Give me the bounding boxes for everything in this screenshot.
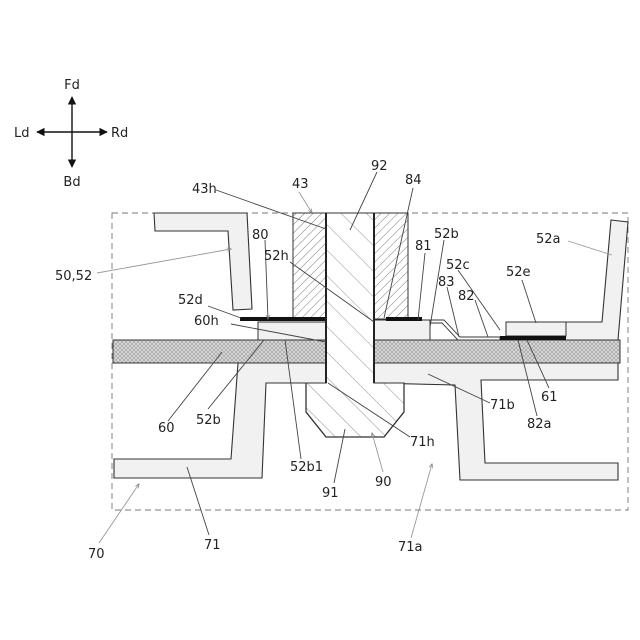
leader-43 [299,192,312,213]
label-84: 84 [405,173,422,188]
leader-90 [372,433,383,472]
label-52c: 52c [446,258,470,273]
plate-84 [386,317,422,321]
orientation-indicator: Fd Bd Ld Rd [14,78,128,190]
label-71a: 71a [398,540,423,555]
label-71: 71 [204,538,221,553]
label-52h: 52h [264,249,289,264]
label-43: 43 [292,177,309,192]
label-52b1: 52b1 [290,460,323,475]
label-81: 81 [415,239,432,254]
label-60h: 60h [194,314,219,329]
board-60-left [113,340,326,363]
label-right: Rd [111,126,128,141]
post-right [374,213,408,319]
leader-81 [418,253,425,320]
label-52b-bottom: 52b [196,413,221,428]
lower-frame-71b [374,363,618,480]
conductor-83 [430,320,500,340]
label-front: Fd [64,78,80,93]
label-left: Ld [14,126,30,141]
label-50-52: 50,52 [55,269,92,284]
label-52e: 52e [506,265,531,280]
label-61: 61 [541,390,558,405]
block-52e [506,322,566,336]
label-71h: 71h [410,435,435,450]
label-52a: 52a [536,232,561,247]
label-90: 90 [375,475,392,490]
leader-52e [522,280,536,323]
leader-52a [568,241,612,255]
board-60-right [374,340,620,363]
label-back: Bd [63,175,80,190]
leader-82 [475,300,488,337]
post-43 [293,213,326,319]
label-80: 80 [252,228,269,243]
label-43h: 43h [192,182,217,197]
label-92: 92 [371,159,388,174]
block-52b [374,320,430,340]
label-52d: 52d [178,293,203,308]
label-70: 70 [88,547,105,562]
label-71b: 71b [490,398,515,413]
bracket-50-52 [154,213,252,310]
label-91: 91 [322,486,339,501]
leader-70 [99,484,139,543]
label-82: 82 [458,289,475,304]
strip-82a [500,336,566,340]
label-83: 83 [438,275,455,290]
label-60: 60 [158,421,175,436]
leader-50-52 [97,249,231,273]
label-52b-top: 52b [434,227,459,242]
label-82a: 82a [527,417,552,432]
plate-80 [240,317,326,321]
leader-71a [411,464,432,538]
